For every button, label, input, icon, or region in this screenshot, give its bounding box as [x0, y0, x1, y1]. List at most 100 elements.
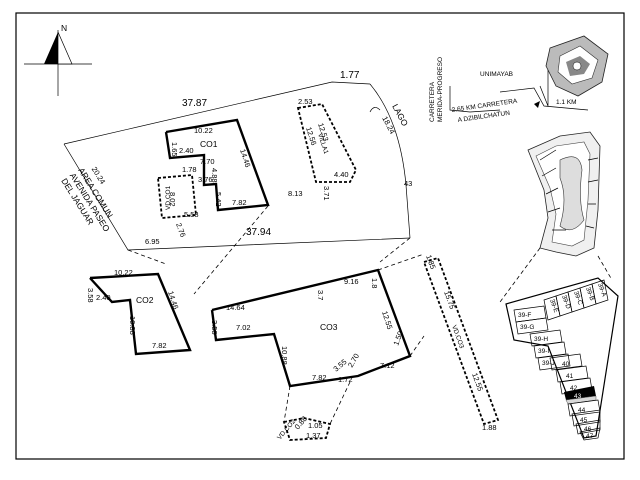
svg-text:46: 46 — [584, 426, 592, 433]
svg-text:2.76: 2.76 — [174, 222, 187, 239]
terreno-bottom-dim: 37.94 — [246, 227, 271, 238]
co2-label: CO2 — [136, 295, 154, 305]
svg-text:1.65: 1.65 — [170, 142, 179, 157]
svg-text:43: 43 — [574, 393, 582, 400]
svg-text:15.75: 15.75 — [442, 290, 457, 311]
svg-text:39-A: 39-A — [596, 282, 608, 298]
projection-line-right — [379, 237, 411, 263]
svg-text:3.71: 3.71 — [322, 186, 331, 201]
co1-label: CO1 — [200, 139, 218, 149]
co3-building — [210, 268, 412, 388]
svg-text:14.46: 14.46 — [238, 148, 252, 169]
unimayab-label: UNIMAYAB — [480, 71, 513, 78]
svg-text:39-G: 39-G — [520, 324, 534, 331]
svg-text:39-D: 39-D — [560, 294, 572, 310]
svg-text:5.58: 5.58 — [184, 210, 199, 219]
svg-text:1.78: 1.78 — [182, 165, 197, 174]
carretera-label-2: MERIDA-PROGRESO — [437, 57, 444, 122]
terreno-outline — [63, 81, 411, 251]
svg-text:7.82: 7.82 — [152, 341, 167, 350]
co2-building — [89, 272, 192, 356]
projection-line-vdco3 — [377, 253, 425, 271]
svg-text:2.53: 2.53 — [298, 97, 313, 106]
co1-building — [164, 118, 270, 212]
svg-text:3.76: 3.76 — [198, 175, 213, 184]
svg-text:3.58: 3.58 — [86, 288, 95, 303]
svg-text:1.85: 1.85 — [424, 254, 437, 271]
lot-row-39g: 39-G — [515, 317, 549, 335]
co3-label: CO3 — [320, 322, 338, 332]
svg-text:2.40: 2.40 — [179, 146, 194, 155]
north-label: N — [61, 23, 67, 33]
lot-row-43-highlighted: 43 — [564, 386, 597, 405]
svg-text:10.88: 10.88 — [280, 346, 289, 365]
projection-line-co2 — [127, 249, 167, 265]
svg-text:5.42: 5.42 — [214, 192, 223, 207]
svg-text:1.05: 1.05 — [308, 421, 323, 430]
svg-text:7.02: 7.02 — [236, 323, 251, 332]
campus-map-icon — [545, 35, 609, 97]
svg-text:39-H: 39-H — [534, 336, 548, 343]
lot-row-46: 46 — [575, 419, 601, 435]
svg-text:45: 45 — [580, 417, 588, 424]
svg-text:4.88: 4.88 — [210, 168, 219, 183]
svg-text:47: 47 — [586, 433, 594, 440]
svg-text:1.88: 1.88 — [482, 423, 497, 432]
vd-co2-outline — [282, 417, 332, 441]
lot-row-47: 47 — [579, 427, 601, 441]
svg-text:39-F: 39-F — [518, 312, 531, 319]
svg-text:14.64: 14.64 — [226, 303, 245, 312]
lot-row-40: 40 — [549, 353, 583, 371]
location-marker-icon — [534, 101, 540, 108]
svg-text:42: 42 — [570, 385, 578, 392]
svg-text:3.58: 3.58 — [210, 320, 219, 335]
svg-text:1.72: 1.72 — [338, 375, 353, 384]
vd-co1-label: VD.CO1 — [165, 185, 172, 210]
svg-text:4.40: 4.40 — [334, 170, 349, 179]
svg-text:7.12: 7.12 — [380, 361, 395, 370]
svg-text:40: 40 — [562, 361, 570, 368]
vd-co3-label: VD.CO3 — [450, 324, 465, 349]
svg-text:7.70: 7.70 — [200, 157, 215, 166]
vd-co1-outline — [157, 174, 197, 219]
lot-row-39j: 39-J — [537, 353, 571, 371]
svg-text:12.55: 12.55 — [380, 310, 394, 331]
svg-text:8.02: 8.02 — [168, 192, 177, 207]
terreno-top-dim: 37.87 — [182, 98, 207, 109]
svg-text:2.70: 2.70 — [346, 352, 361, 369]
projection-line-co3 — [193, 205, 269, 295]
svg-text:7.82: 7.82 — [312, 373, 327, 382]
location-map — [449, 35, 609, 113]
svg-text:12.55: 12.55 — [470, 372, 485, 393]
area-comun-label: 20.24 AREA COMUN AVENIDA PASEO DEL JAGUA… — [59, 165, 115, 234]
lots-map: 39-F 39-G 39-H 39-I 39-J 40 41 42 — [505, 277, 619, 441]
vd-co3-strip — [422, 256, 500, 426]
svg-text:39-C: 39-C — [572, 290, 584, 306]
svg-text:1.8: 1.8 — [370, 278, 379, 288]
km-short-label: 1.1 KM — [556, 99, 577, 106]
svg-text:1.50: 1.50 — [391, 330, 404, 347]
svg-text:3.7: 3.7 — [316, 290, 325, 300]
svg-text:39-I: 39-I — [538, 348, 549, 355]
svg-text:8.13: 8.13 — [288, 189, 303, 198]
subdivision-map — [527, 131, 601, 257]
carretera-label-1: CARRETERA — [429, 81, 436, 122]
svg-text:2.40: 2.40 — [96, 293, 111, 302]
north-arrow-icon: N — [24, 23, 92, 96]
svg-text:39-B: 39-B — [584, 286, 595, 301]
svg-text:6.95: 6.95 — [145, 237, 160, 246]
lago-dim: 18.24 — [380, 115, 397, 136]
svg-text:9.16: 9.16 — [344, 277, 359, 286]
svg-text:10.22: 10.22 — [114, 268, 133, 277]
lake-arc — [369, 107, 381, 113]
svg-text:0.88: 0.88 — [293, 414, 309, 431]
svg-text:39-J: 39-J — [542, 360, 555, 367]
svg-text:44: 44 — [578, 407, 586, 414]
svg-text:41: 41 — [566, 373, 574, 380]
svg-text:10.22: 10.22 — [194, 126, 213, 135]
terreno-corner-dim: 1.77 — [340, 70, 360, 81]
svg-text:10.88: 10.88 — [128, 316, 137, 335]
svg-text:39-E: 39-E — [548, 298, 560, 314]
villa1-outline — [296, 103, 358, 183]
